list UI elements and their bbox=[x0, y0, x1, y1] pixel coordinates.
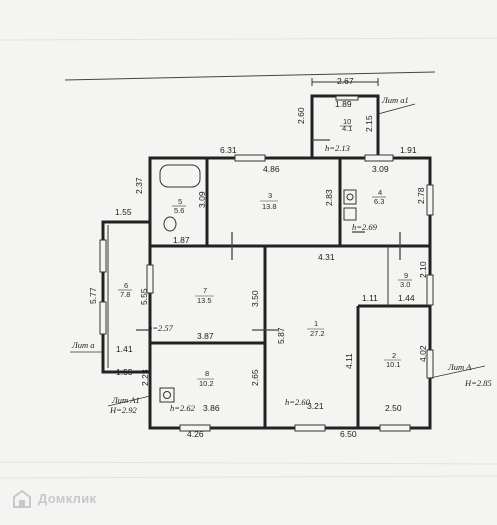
stove-icon-room4 bbox=[343, 189, 357, 205]
top-reference-line bbox=[64, 71, 436, 81]
dimension-labels: 2.67 1.89 2.60 2.15 h=2.13 6.31 1.91 4.8… bbox=[88, 76, 492, 439]
room-area: 5.6 bbox=[174, 206, 184, 215]
label-lit-a1: Лит а1 bbox=[381, 95, 409, 105]
room-num: 8 bbox=[205, 369, 209, 378]
label-lit-a: Лит а bbox=[71, 340, 95, 350]
dim-room8-left: 2.23 bbox=[140, 369, 150, 386]
toilet-icon bbox=[163, 216, 177, 232]
dim-closet-right: 1.44 bbox=[398, 293, 415, 303]
dim-veranda-bottom: 1.41 bbox=[116, 344, 133, 354]
stove-icon-room8 bbox=[159, 387, 175, 403]
room-labels: 10 4.1 3 13.8 4 6.3 5 5.6 6 7.8 7 13.5 1… bbox=[118, 117, 412, 388]
dim-living-width: 4.31 bbox=[318, 252, 335, 262]
bathtub-icon bbox=[159, 164, 201, 188]
dim-room7-ceiling: h=2.57 bbox=[148, 323, 174, 333]
room-area: 3.0 bbox=[400, 280, 410, 289]
dim-bottom-right: 6.50 bbox=[340, 429, 357, 439]
room-num: 1 bbox=[314, 319, 318, 328]
dim-annex-left: 2.60 bbox=[296, 107, 306, 124]
room-area: 7.8 bbox=[120, 290, 130, 299]
dim-a1-ceiling: H=2.92 bbox=[109, 405, 137, 415]
dim-bath-height: 3.09 bbox=[197, 191, 207, 208]
dim-annex-ceiling: h=2.13 bbox=[325, 143, 350, 153]
dim-room4-height: 2.78 bbox=[416, 187, 426, 204]
room-num: 10 bbox=[343, 117, 351, 126]
watermark: Домклик bbox=[8, 488, 148, 512]
dim-living-bottom: 3.21 bbox=[307, 401, 324, 411]
lit-labels: Лит а1 Лит а Лит А Лит А1 bbox=[70, 95, 486, 407]
room-num: 4 bbox=[378, 188, 382, 197]
room-area: 27.2 bbox=[310, 329, 325, 338]
dim-veranda-width: 1.55 bbox=[115, 207, 132, 217]
room-area: 13.8 bbox=[262, 202, 277, 211]
dim-annex-right: 2.15 bbox=[364, 115, 374, 132]
doors bbox=[136, 231, 401, 331]
room-area: 6.3 bbox=[374, 197, 384, 206]
dim-main-ceiling: H=2.85 bbox=[464, 378, 492, 388]
dim-closet-left: 1.11 bbox=[362, 293, 378, 303]
dim-bath-width: 1.87 bbox=[173, 235, 190, 245]
dim-room8-ceiling: h=2.62 bbox=[170, 403, 196, 413]
room-area: 10.1 bbox=[386, 360, 401, 369]
room-num: 2 bbox=[392, 351, 396, 360]
dim-top-right: 1.91 bbox=[400, 145, 417, 155]
main-building-walls bbox=[148, 156, 432, 430]
room-num: 7 bbox=[203, 286, 207, 295]
room-num: 9 bbox=[404, 271, 408, 280]
dim-left-height: 2.37 bbox=[134, 177, 144, 194]
boiler-icon bbox=[343, 207, 357, 221]
dim-veranda-height: 5.77 bbox=[88, 287, 98, 304]
dim-room7-height: 3.50 bbox=[250, 290, 260, 307]
dim-living-height: 5.87 bbox=[276, 327, 286, 344]
dim-hall-width: 4.86 bbox=[263, 164, 280, 174]
label-lit-A: Лит А bbox=[447, 362, 472, 372]
room-area: 10.2 bbox=[199, 379, 214, 388]
dim-room8-height: 2.65 bbox=[250, 369, 260, 386]
dim-living-ceiling: h=2.60 bbox=[285, 397, 311, 407]
paper-texture bbox=[0, 37, 497, 479]
dim-room8-width: 3.86 bbox=[203, 403, 220, 413]
dim-closet-height: 2.10 bbox=[418, 261, 428, 278]
windows bbox=[146, 154, 434, 432]
label-lit-A1: Лит А1 bbox=[111, 395, 140, 405]
dim-room2-left: 4.11 bbox=[344, 353, 354, 369]
room-num: 3 bbox=[268, 191, 272, 200]
dim-bottom-left: 4.26 bbox=[187, 429, 204, 439]
domclick-logo-icon bbox=[13, 489, 31, 508]
dim-room4-width: 3.09 bbox=[372, 164, 389, 174]
dim-veranda-bottom2: 1.55 bbox=[116, 367, 133, 377]
room-num: 6 bbox=[124, 281, 128, 290]
dim-room2-right: 4.02 bbox=[418, 345, 428, 362]
dim-room2-width: 2.50 bbox=[385, 403, 402, 413]
dim-hall-height: 2.83 bbox=[324, 189, 334, 206]
dim-room4-ceiling: h=2.69 bbox=[352, 222, 378, 232]
dim-annex-inner: 1.89 bbox=[335, 99, 352, 109]
veranda-lit-a bbox=[99, 220, 150, 374]
dim-room7-width: 3.87 bbox=[197, 331, 214, 341]
watermark-text: Домклик bbox=[38, 491, 97, 506]
dim-room7-left: 5.55 bbox=[139, 288, 149, 305]
room-area: 4.1 bbox=[342, 124, 352, 133]
room-num: 5 bbox=[178, 197, 182, 206]
dim-annex-top: 2.67 bbox=[337, 76, 354, 86]
dim-top-left: 6.31 bbox=[220, 145, 237, 155]
room-area: 13.5 bbox=[197, 296, 212, 305]
